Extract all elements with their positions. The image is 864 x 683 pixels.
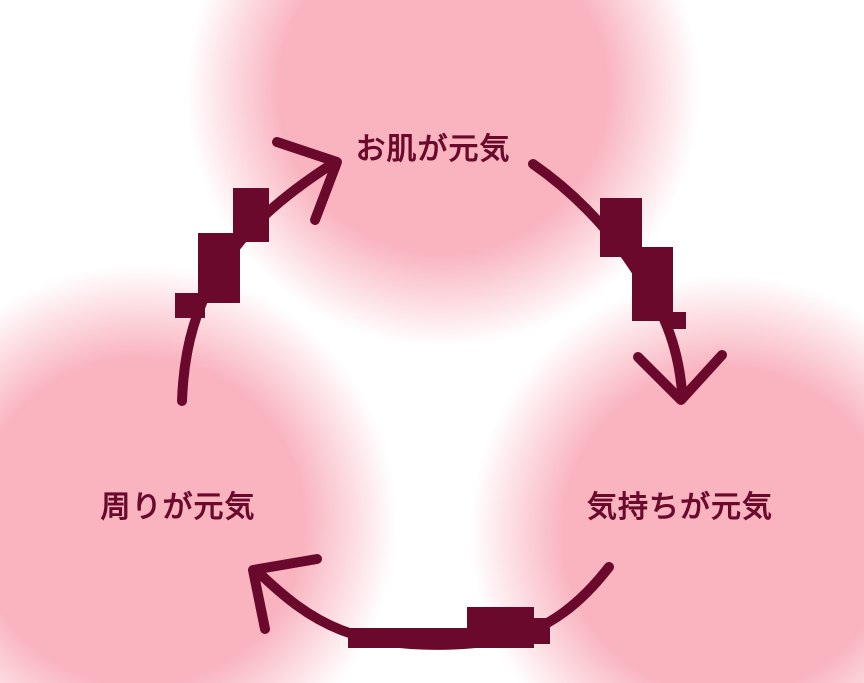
arrow-surroundings-to-skin-head xyxy=(272,137,342,225)
node-label-skin: お肌が元気 xyxy=(355,133,511,166)
pixel-block-right-2 xyxy=(632,247,673,321)
node-label-surroundings: 周りが元気 xyxy=(100,491,256,524)
pixel-block-bottom-2 xyxy=(467,607,534,648)
pixel-block-left-3 xyxy=(175,293,205,318)
pixel-block-right-3 xyxy=(664,312,686,329)
pixel-block-bottom-3 xyxy=(534,618,550,644)
pixel-block-left-2 xyxy=(198,233,240,303)
arrow-feelings-to-surroundings-head xyxy=(248,554,322,634)
node-label-feelings: 気持ちが元気 xyxy=(587,491,773,524)
arrow-skin-to-feelings-head xyxy=(633,350,727,405)
arrow-skin-to-feelings-shaft xyxy=(528,159,687,397)
